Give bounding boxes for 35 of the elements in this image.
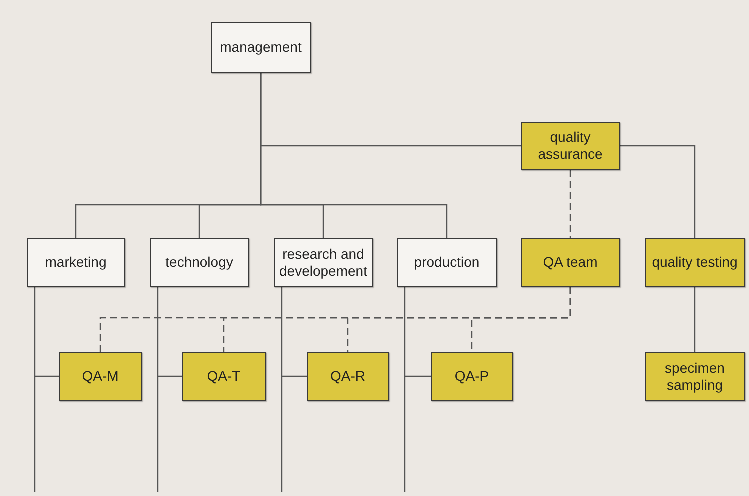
qa-unit-box [307,352,389,401]
qa-unit-box [645,238,745,287]
box-label: QA team [543,254,598,271]
box-label: research and developement [278,246,368,280]
connector-line [157,287,182,378]
box-label: production [414,254,480,271]
connector-line [620,145,696,238]
box-label: QA-R [330,368,366,385]
department-box [150,238,249,287]
connector-line [694,287,696,352]
box-label: management [220,39,302,56]
department-box [211,22,311,73]
box-label: quality testing [652,254,738,271]
box-label: QA-T [207,368,241,385]
qa-unit-box [59,352,142,401]
box-label: specimen sampling [664,360,726,394]
box-label: technology [166,254,234,271]
department-box [397,238,497,287]
qa-unit-box [431,352,513,401]
connector-line [471,287,572,352]
box-label: QA-P [454,368,490,385]
qa-unit-box [521,238,620,287]
qa-unit-box [521,122,620,170]
qa-unit-box [182,352,266,401]
box-label: marketing [45,254,107,271]
qa-unit-box [645,352,745,401]
connector-line [570,170,572,238]
connector-line [281,287,307,378]
connector-line [404,287,431,378]
department-box [274,238,373,287]
connector-line [34,287,59,378]
box-label: QA-M [82,368,119,385]
box-label: quality assurance [537,129,604,163]
connector-line [260,73,448,238]
department-box [27,238,125,287]
